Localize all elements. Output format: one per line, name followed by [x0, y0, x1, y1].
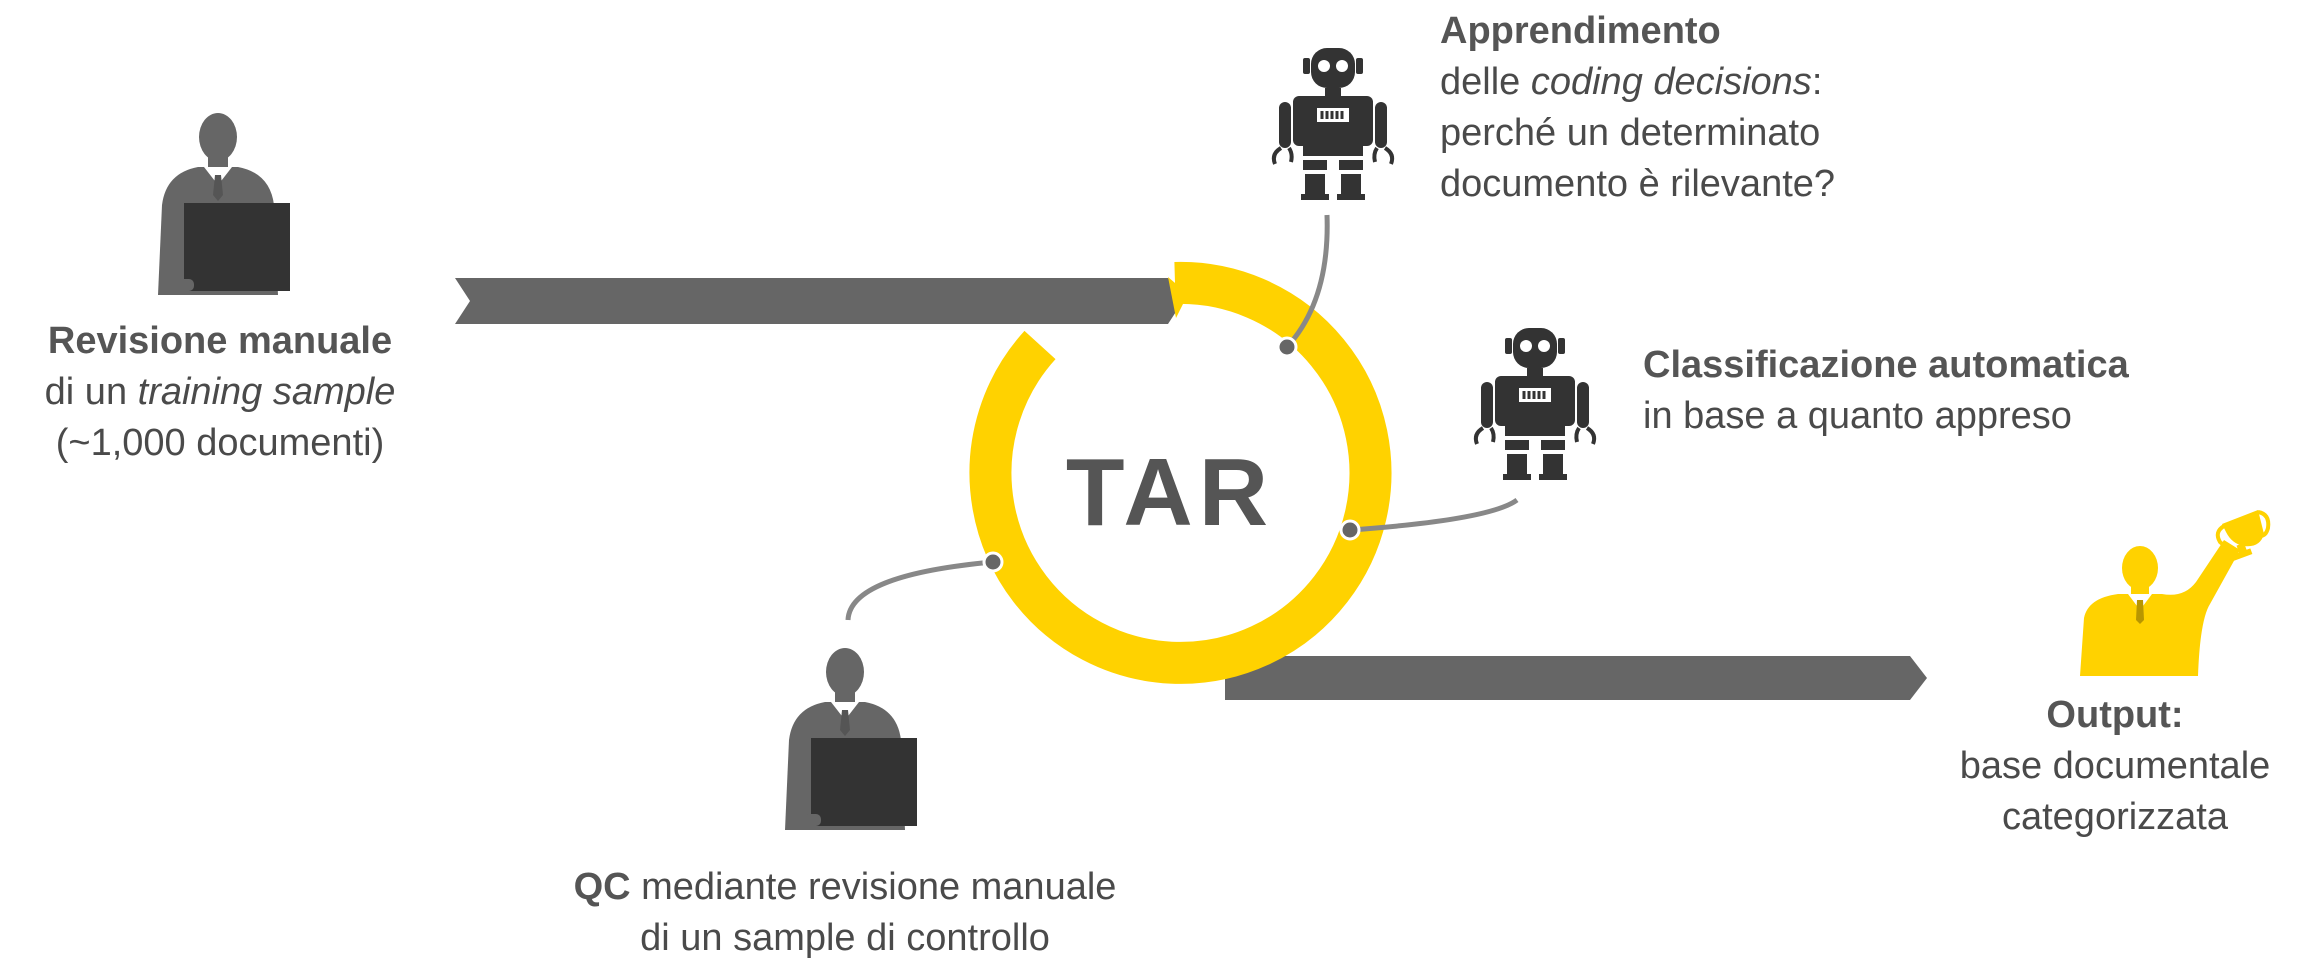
manual-review-line3: (~1,000 documenti): [55, 422, 385, 464]
output-line2: base documentale: [1959, 745, 2271, 787]
qc-title: QC: [573, 866, 631, 908]
connector-learning: [1285, 214, 1330, 349]
manual-review-line2-prefix: di un: [44, 371, 138, 413]
output-arrow: [1225, 656, 1927, 700]
learning-caption: Apprendimento delle coding decisions: pe…: [1440, 6, 1835, 210]
qc-line1-rest: mediante revisione manuale: [630, 866, 1117, 908]
learning-line3: perché un determinato: [1440, 112, 1821, 154]
output-line3: categorizzata: [2001, 796, 2228, 838]
classification-caption: Classificazione automatica in base a qua…: [1643, 340, 2129, 442]
robot-icon: [1473, 326, 1597, 482]
learning-title: Apprendimento: [1440, 10, 1721, 52]
manual-review-line2-italic: training sample: [137, 371, 396, 413]
classification-line2: in base a quanto appreso: [1643, 395, 2072, 437]
person-at-laptop-icon: [785, 648, 917, 830]
person-at-laptop-icon: [158, 113, 290, 295]
learning-line2-italic: coding decisions: [1530, 61, 1812, 103]
manual-review-title: Revisione manuale: [47, 320, 393, 362]
manual-review-caption: Revisione manuale di un training sample …: [10, 316, 430, 469]
tar-cycle-ring: [969, 261, 1392, 684]
qc-line2: di un sample di controllo: [640, 917, 1050, 959]
robot-icon: [1271, 46, 1395, 202]
input-arrow: [455, 278, 1183, 324]
output-title: Output:: [2046, 694, 2184, 736]
winner-trophy-icon: [2080, 510, 2271, 676]
qc-caption: QC mediante revisione manuale di un samp…: [480, 862, 1210, 964]
learning-line4: documento è rilevante?: [1440, 163, 1836, 205]
classification-title: Classificazione automatica: [1643, 344, 2129, 386]
tar-center-label: TAR: [1065, 439, 1275, 546]
learning-line2-prefix: delle: [1440, 61, 1531, 103]
connector-classification: [1349, 497, 1519, 533]
learning-line2-suffix: :: [1811, 61, 1823, 103]
output-caption: Output: base documentale categorizzata: [1930, 690, 2300, 843]
connector-qc: [845, 559, 994, 621]
